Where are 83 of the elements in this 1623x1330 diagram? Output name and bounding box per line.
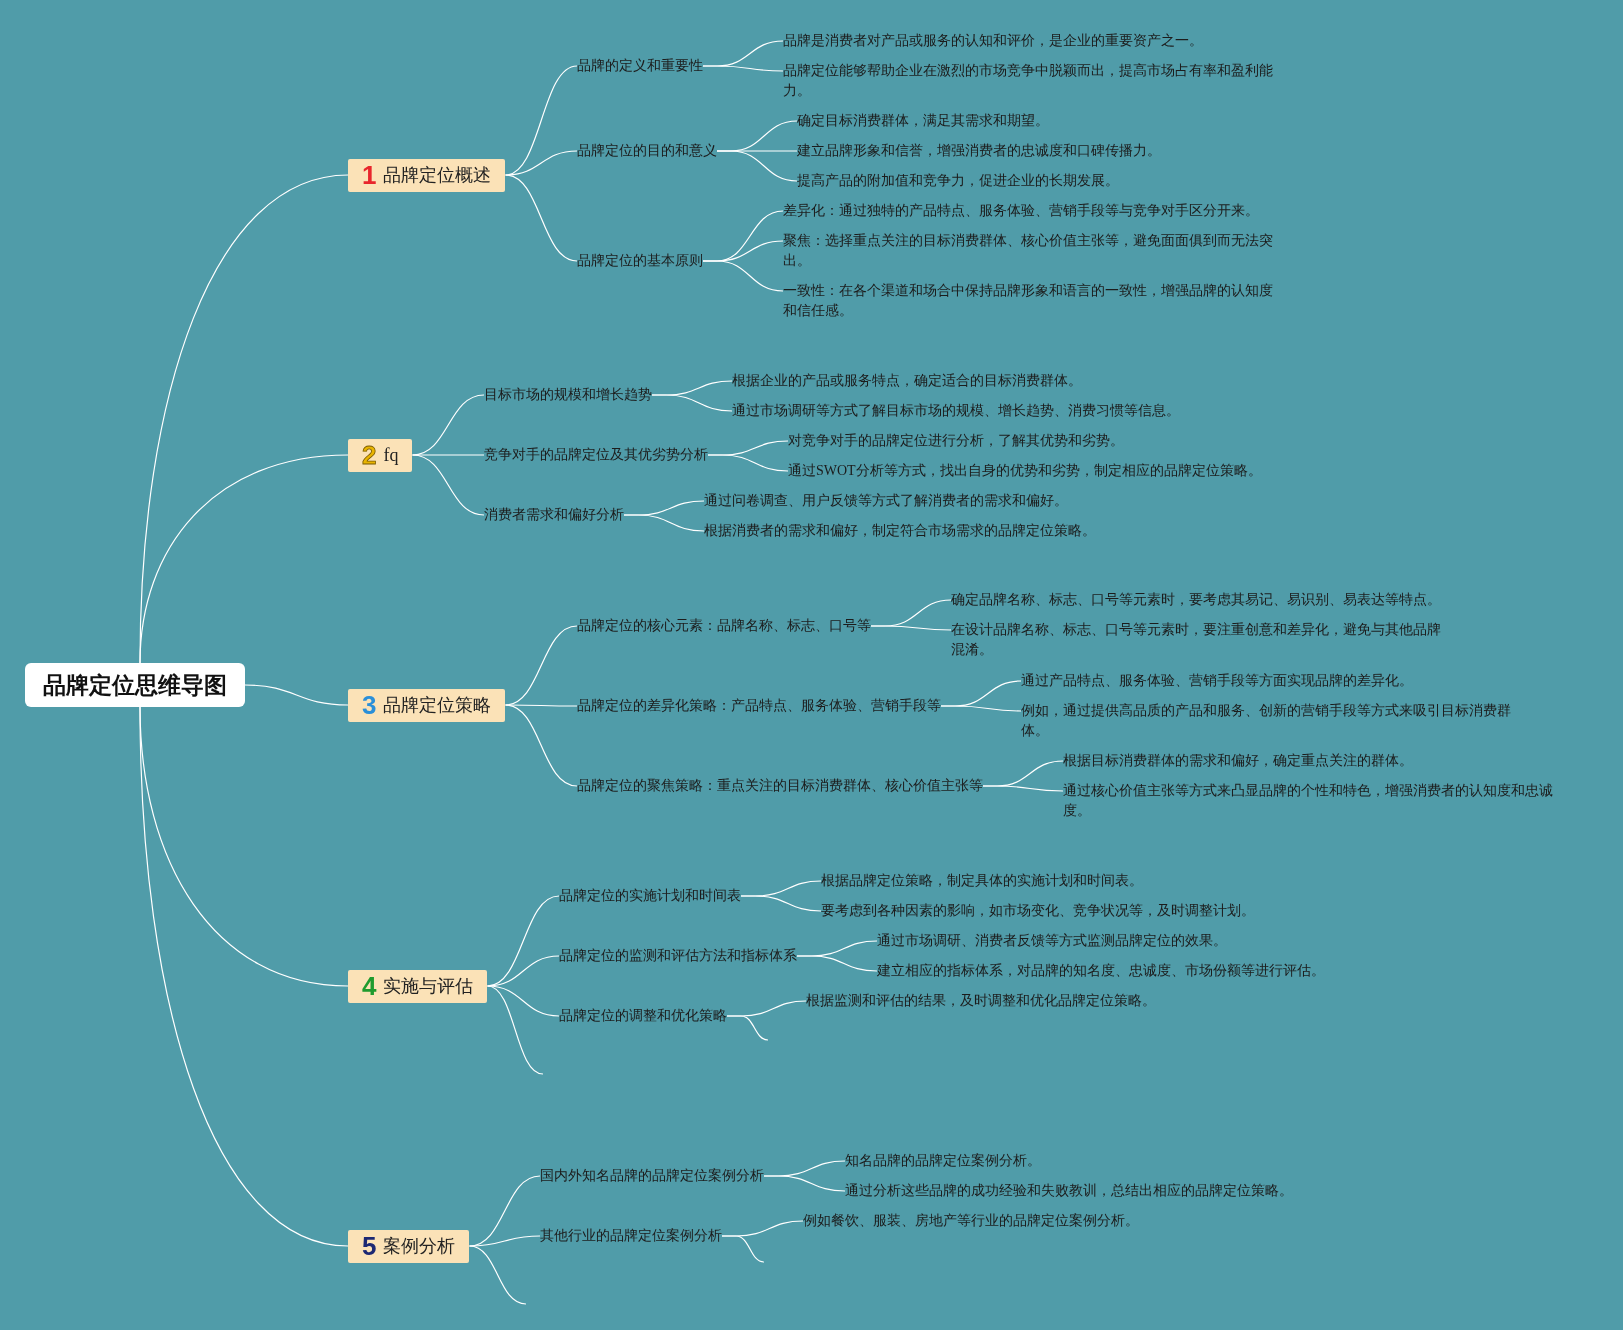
topic-box (348, 1229, 470, 1263)
connector-line (702, 260, 784, 292)
detail-text: 建立相应的指标体系，对品牌的知名度、忠诚度、市场份额等进行评估。 (877, 961, 1325, 981)
detail-text: 知名品牌的品牌定位案例分析。 (845, 1151, 1041, 1171)
connector-line (411, 454, 485, 516)
connector-line (796, 955, 878, 972)
connector-line (721, 1235, 765, 1263)
detail-text: 通过SWOT分析等方式，找出自身的优势和劣势，制定相应的品牌定位策略。 (788, 461, 1262, 481)
connector-line (623, 514, 705, 532)
detail-text: 通过市场调研等方式了解目标市场的规模、增长趋势、消费习惯等信息。 (732, 401, 1180, 421)
detail-text: 在设计品牌名称、标志、口号等元素时，要注重创意和差异化，避免与其他品牌混淆。 (951, 620, 1445, 660)
detail-text: 根据目标消费群体的需求和偏好，确定重点关注的群体。 (1063, 751, 1413, 771)
topic-box (348, 969, 488, 1003)
subtopic-text: 品牌定位的差异化策略：产品特点、服务体验、营销手段等 (577, 696, 941, 716)
detail-text: 对竞争对手的品牌定位进行分析，了解其优势和劣势。 (788, 431, 1124, 451)
subtopic-text: 其他行业的品牌定位案例分析 (540, 1226, 722, 1246)
connector-line (940, 705, 1022, 712)
detail-text: 差异化：通过独特的产品特点、服务体验、营销手段等与竞争对手区分开来。 (783, 201, 1259, 221)
connector-line (870, 625, 952, 631)
connector-line (486, 985, 544, 1075)
topic-title: 品牌定位策略 (383, 694, 492, 717)
subtopic-text: 目标市场的规模和增长趋势 (484, 385, 652, 405)
connector-line (468, 1235, 541, 1247)
detail-text: 根据品牌定位策略，制定具体的实施计划和时间表。 (821, 871, 1143, 891)
topic-box (348, 688, 506, 722)
detail-text: 根据企业的产品或服务特点，确定适合的目标消费群体。 (732, 371, 1082, 391)
connector-line (504, 704, 578, 787)
number-label: 2 (362, 440, 377, 470)
detail-text: 通过产品特点、服务体验、营销手段等方面实现品牌的差异化。 (1021, 671, 1413, 691)
number-label: 1 (362, 160, 377, 190)
subtopic-text: 品牌定位的调整和优化策略 (559, 1006, 727, 1026)
connector-line (468, 1245, 527, 1305)
subtopic-text: 国内外知名品牌的品牌定位案例分析 (540, 1166, 764, 1186)
connector-line (707, 454, 789, 472)
topic-title: fq (383, 444, 399, 467)
detail-text: 通过问卷调查、用户反馈等方式了解消费者的需求和偏好。 (704, 491, 1068, 511)
topic-box (348, 438, 413, 472)
detail-text: 根据监测和评估的结果，及时调整和优化品牌定位策略。 (806, 991, 1156, 1011)
connector-line (726, 1015, 769, 1041)
connector-line (982, 785, 1064, 792)
subtopic-text: 品牌定位的聚焦策略：重点关注的目标消费群体、核心价值主张等 (577, 776, 983, 796)
connector-line (486, 985, 560, 1017)
detail-text: 根据消费者的需求和偏好，制定符合市场需求的品牌定位策略。 (704, 521, 1096, 541)
detail-text: 提高产品的附加值和竞争力，促进企业的长期发展。 (797, 171, 1119, 191)
detail-text: 通过市场调研、消费者反馈等方式监测品牌定位的效果。 (877, 931, 1227, 951)
connector-line (651, 394, 733, 412)
detail-text: 例如，通过提供高品质的产品和服务、创新的营销手段等方式来吸引目标消费群体。 (1021, 701, 1515, 741)
subtopic-text: 品牌定位的目的和意义 (577, 141, 717, 161)
connector-line (504, 174, 578, 262)
number-label: 3 (362, 690, 377, 720)
topic-title: 实施与评估 (383, 975, 474, 998)
connector-line (716, 150, 798, 182)
topic-title: 案例分析 (383, 1235, 456, 1258)
subtopic-text: 品牌定位的基本原则 (577, 251, 703, 271)
detail-text: 建立品牌形象和信誉，增强消费者的忠诚度和口碑传播力。 (797, 141, 1161, 161)
detail-text: 例如餐饮、服装、房地产等行业的品牌定位案例分析。 (803, 1211, 1139, 1231)
connector-line (139, 454, 349, 664)
topic-box (348, 158, 506, 192)
number-label: 4 (362, 971, 377, 1001)
detail-text: 聚焦：选择重点关注的目标消费群体、核心价值主张等，避免面面俱到而无法突出。 (783, 231, 1277, 271)
detail-text: 要考虑到各种因素的影响，如市场变化、竞争状况等，及时调整计划。 (821, 901, 1255, 921)
number-label: 5 (362, 1231, 377, 1261)
detail-text: 通过分析这些品牌的成功经验和失败教训，总结出相应的品牌定位策略。 (845, 1181, 1293, 1201)
subtopic-text: 品牌定位的核心元素：品牌名称、标志、口号等 (577, 616, 871, 636)
connector-line (244, 684, 349, 706)
detail-text: 一致性：在各个渠道和场合中保持品牌形象和语言的一致性，增强品牌的认知度和信任感。 (783, 281, 1277, 321)
detail-text: 品牌定位能够帮助企业在激烈的市场竞争中脱颖而出，提高市场占有率和盈利能力。 (783, 61, 1277, 101)
detail-text: 品牌是消费者对产品或服务的认知和评价，是企业的重要资产之一。 (783, 31, 1203, 51)
connector-line (763, 1175, 846, 1192)
connector-line (139, 706, 349, 1247)
subtopic-text: 品牌定位的实施计划和时间表 (559, 886, 741, 906)
detail-text: 确定目标消费群体，满足其需求和期望。 (797, 111, 1049, 131)
connector-line (411, 454, 485, 456)
subtopic-text: 消费者需求和偏好分析 (484, 505, 624, 525)
detail-text: 确定品牌名称、标志、口号等元素时，要考虑其易记、易识别、易表达等特点。 (951, 590, 1441, 610)
subtopic-text: 竞争对手的品牌定位及其优劣势分析 (484, 445, 708, 465)
root-topic: 品牌定位思维导图 (25, 663, 245, 707)
connector-line (740, 895, 822, 912)
subtopic-text: 品牌定位的监测和评估方法和指标体系 (559, 946, 797, 966)
topic-title: 品牌定位概述 (383, 164, 492, 187)
detail-text: 通过核心价值主张等方式来凸显品牌的个性和特色，增强消费者的认知度和忠诚度。 (1063, 781, 1557, 821)
subtopic-text: 品牌的定义和重要性 (577, 56, 703, 76)
connector-line (702, 65, 784, 72)
